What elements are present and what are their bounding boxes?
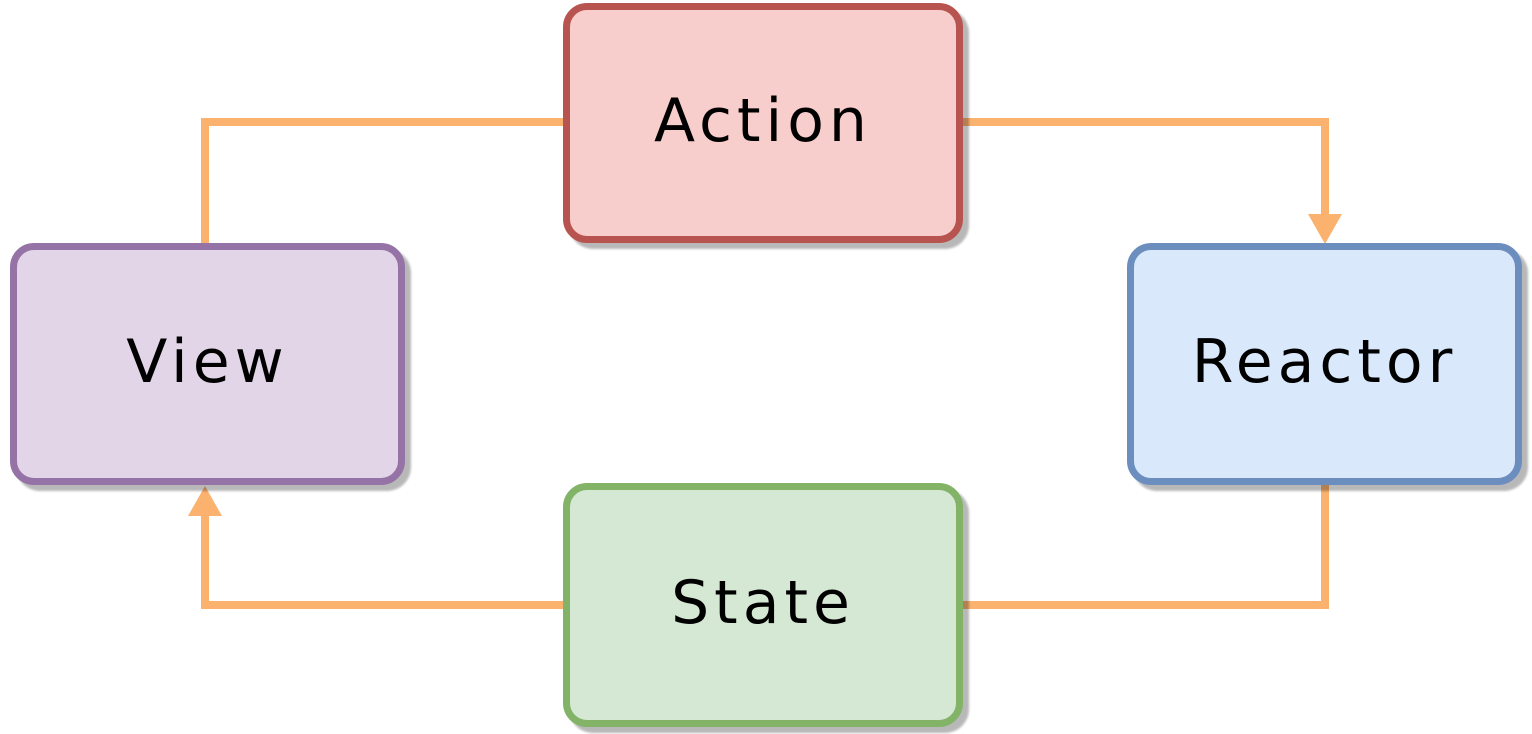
node-view: View — [10, 243, 405, 485]
node-view-label: View — [126, 327, 289, 397]
node-reactor: Reactor — [1127, 243, 1522, 485]
arrowhead-up-into-view-icon — [188, 486, 222, 516]
edge-reactor-to-state — [963, 485, 1329, 609]
node-state-label: State — [671, 568, 855, 638]
node-action-label: Action — [654, 86, 872, 156]
edge-action-to-reactor — [963, 118, 1329, 216]
edge-state-to-view — [201, 514, 563, 609]
node-state: State — [563, 483, 963, 727]
edge-view-to-action — [201, 118, 563, 243]
arrowhead-down-into-reactor-icon — [1308, 214, 1342, 244]
node-reactor-label: Reactor — [1191, 327, 1458, 397]
node-action: Action — [563, 3, 963, 243]
